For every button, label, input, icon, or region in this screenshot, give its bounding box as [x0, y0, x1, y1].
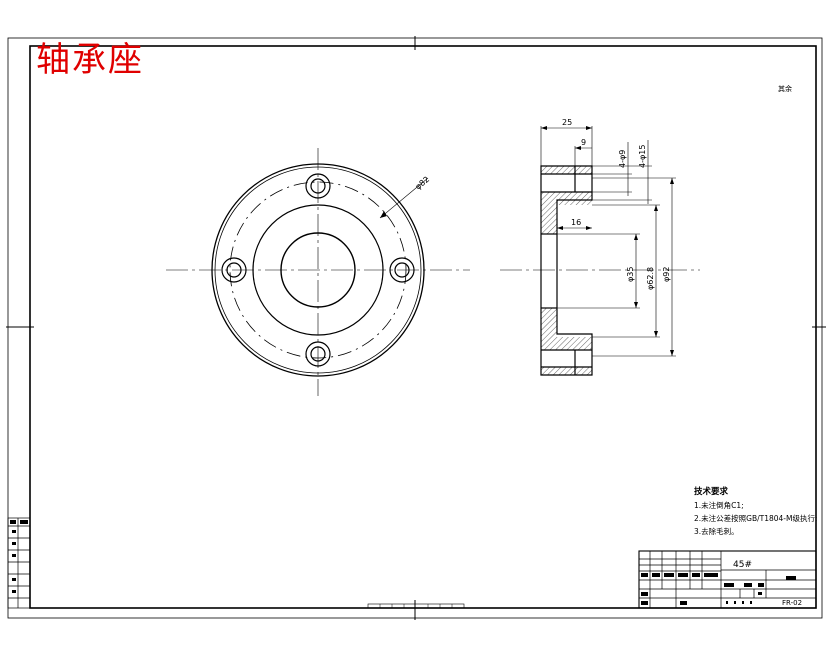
dim-bore: φ35: [626, 267, 635, 282]
drawing-title: 轴承座: [36, 40, 144, 80]
dim-outer: φ92: [662, 267, 671, 282]
dimension-lines: [540, 126, 676, 357]
surface-finish-note: 其余: [778, 85, 792, 93]
requirement-item: 2.未注公差按照GB/T1804-M级执行;: [694, 514, 818, 523]
material-label: 45#: [733, 560, 752, 570]
binding-column: [7, 517, 31, 609]
sheet-border: [6, 36, 826, 620]
title-block-marks: [641, 573, 796, 605]
requirement-item: 3.去除毛刺。: [694, 527, 739, 536]
dim-small-holes: 4-φ9: [618, 150, 627, 168]
title-block: [638, 550, 817, 609]
binding-marks: [10, 520, 28, 593]
requirements-heading: 技术要求: [694, 487, 729, 497]
dim-spigot: φ62.8: [646, 267, 655, 290]
dim-slot-width: 9: [581, 138, 586, 147]
section-view: [500, 165, 700, 376]
dim-bolt-circle: φ82: [414, 175, 432, 192]
drawing-number: FR-02: [782, 599, 802, 607]
dimension-arrows: [541, 126, 674, 356]
dim-bore-depth: 16: [571, 218, 581, 227]
requirement-item: 1.未注倒角C1;: [694, 501, 744, 510]
dim-counterbore: 4-φ15: [638, 145, 647, 168]
front-view: [166, 148, 470, 396]
dim-length-total: 25: [562, 118, 572, 127]
technical-requirements: 技术要求 1.未注倒角C1; 2.未注公差按照GB/T1804-M级执行; 3.…: [694, 486, 818, 538]
